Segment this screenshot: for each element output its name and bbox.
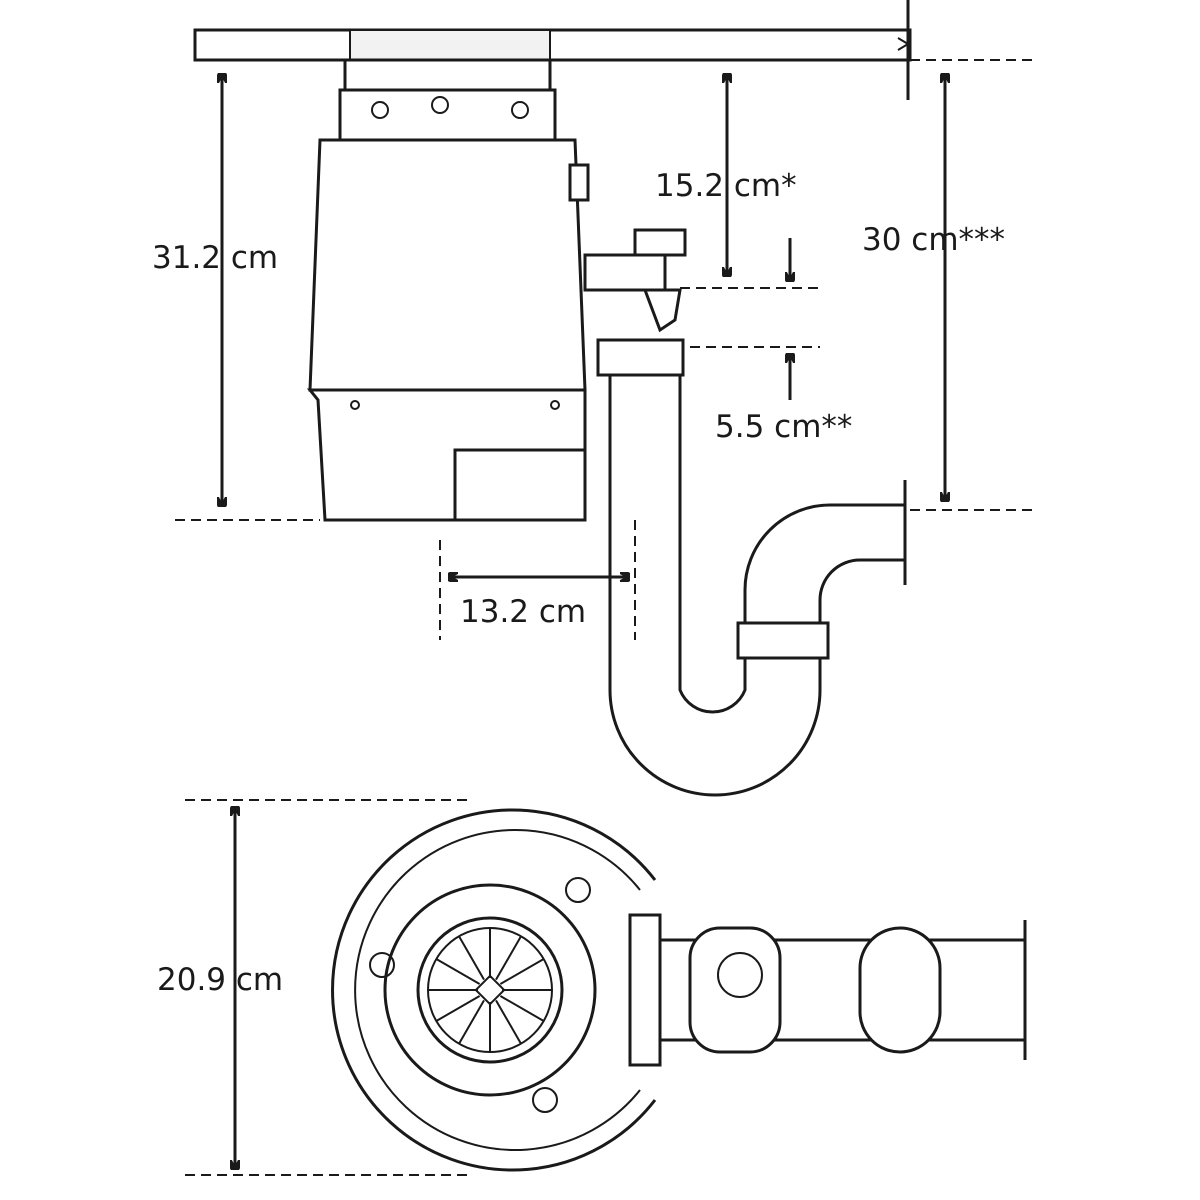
outlet-reach-label: 13.2 cm <box>460 594 586 630</box>
grinder-spoke <box>499 958 545 985</box>
grinder-spoke <box>458 999 485 1045</box>
disposer-unit-bottom-view <box>331 808 1027 1172</box>
drain-height-label: 30 cm*** <box>862 222 1005 258</box>
outlet-offset-label: 5.5 cm** <box>715 409 852 445</box>
inlet-depth-label: 15.2 cm* <box>655 168 797 204</box>
grinder-spoke <box>435 958 481 985</box>
diameter-label: 20.9 cm <box>157 962 283 998</box>
grinder-spoke <box>495 935 522 981</box>
disposer-unit-side <box>306 58 590 522</box>
grinder-spoke <box>458 935 485 981</box>
grinder-spoke <box>495 999 522 1045</box>
dimension-lines <box>175 59 1035 1176</box>
height-label: 31.2 cm <box>152 240 278 276</box>
grinder-spoke <box>499 995 545 1022</box>
sink-countertop <box>193 0 912 100</box>
grinder-spoke <box>435 995 481 1022</box>
drain-pipe-trap <box>583 228 907 797</box>
